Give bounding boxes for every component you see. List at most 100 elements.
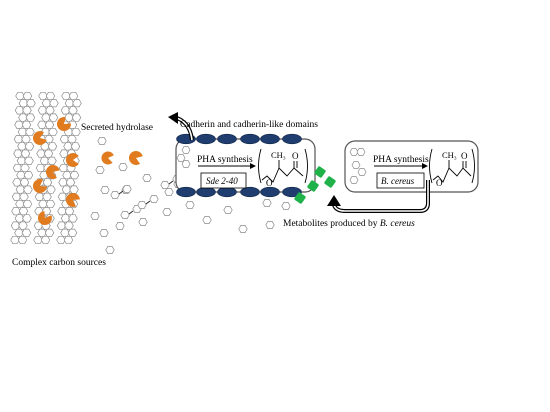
- lattice-hexagon: [19, 192, 29, 201]
- cadherin-domain: [217, 186, 237, 198]
- lattice-hexagon: [71, 113, 82, 122]
- lattice-hexagon: [22, 106, 32, 115]
- glycosidic-bond: [168, 180, 174, 185]
- lattice-hexagon: [72, 99, 82, 108]
- secreted-hydrolase-label: Secreted hydrolase: [81, 123, 153, 133]
- lattice-hexagon: [18, 207, 29, 216]
- free-sugar-hexagon: [238, 225, 248, 233]
- pha-synthesis-label-right: PHA synthesis: [373, 155, 429, 165]
- strain-box-right: [376, 172, 425, 189]
- lattice-hexagon: [42, 178, 53, 187]
- lattice-hexagon: [45, 199, 56, 209]
- metabolites-label-species: B. cereus: [380, 219, 415, 229]
- intracellular-sugar: [349, 148, 359, 156]
- hydrolase-enzyme: [45, 165, 60, 179]
- lattice-hexagon: [42, 192, 52, 201]
- hydrolase-enzyme: [65, 192, 80, 207]
- disaccharide-hexagon: [110, 191, 120, 199]
- lattice-hexagon: [69, 171, 80, 180]
- metabolites-label-prefix: Metabolites produced by: [283, 219, 380, 229]
- hydrolase-enzyme: [128, 151, 143, 165]
- lattice-hexagon: [10, 235, 20, 245]
- lattice-hexagon: [21, 120, 32, 129]
- strain-label-sde: Sde 2-40: [206, 176, 238, 186]
- cell-b-cereus: PHA synthesis B. cereus CH₃ O O: [344, 140, 479, 193]
- intracellular-sugar: [181, 160, 191, 168]
- free-sugar-hexagon: [223, 206, 233, 214]
- ch3-left: CH₃: [271, 150, 286, 160]
- disaccharide-hexagon: [149, 195, 159, 203]
- free-sugar-hexagon: [90, 212, 100, 220]
- carbonyl-o-left: O: [292, 151, 299, 161]
- glycosidic-bond: [145, 200, 151, 205]
- hydrolase-enzyme: [56, 117, 71, 131]
- strain-label-cereus: B. cereus: [381, 176, 415, 186]
- lattice-hexagon: [64, 207, 75, 216]
- lattice-hexagon: [68, 106, 78, 115]
- intracellular-sugar: [357, 168, 367, 176]
- lattice-hexagon: [47, 142, 58, 151]
- lattice-hexagon: [63, 235, 74, 245]
- lattice-hexagon: [23, 171, 34, 180]
- metabolites-green: [294, 166, 336, 204]
- free-sugar-hexagon: [100, 186, 110, 194]
- pha-synthesis-label-left: PHA synthesis: [197, 155, 253, 165]
- cadherin-label: Cadherin and cadherin-like domains: [180, 120, 318, 130]
- metabolite: [324, 176, 336, 188]
- cadherin-domain: [240, 133, 260, 145]
- lattice-hexagon: [69, 185, 79, 194]
- pha-arrowhead-right: [422, 163, 428, 169]
- lattice-hexagon: [23, 185, 33, 194]
- lattice-hexagon: [22, 214, 32, 223]
- lattice-hexagon: [47, 156, 57, 165]
- lattice-hexagon: [25, 127, 35, 137]
- lattice-hexagon: [68, 91, 79, 101]
- free-sugar-hexagon: [115, 222, 125, 230]
- intracellular-sugar: [351, 161, 361, 169]
- intracellular-sugar: [181, 146, 191, 154]
- free-sugar-hexagon: [118, 163, 128, 171]
- lattice-hexagon: [21, 228, 32, 237]
- free-sugar-hexagon: [97, 137, 107, 145]
- hydrolase-enzyme: [101, 151, 114, 165]
- intracellular-sugar: [176, 154, 186, 162]
- disaccharide-hexagon: [137, 201, 147, 209]
- metabolite-flow-arrow: [327, 180, 430, 213]
- lattice-hexagon: [17, 235, 28, 245]
- lattice-hexagon: [70, 142, 81, 151]
- metabolite: [307, 180, 319, 192]
- cadherin-domain: [260, 186, 280, 198]
- cadherin-domain: [282, 133, 302, 145]
- lattice-hexagon: [33, 235, 43, 245]
- lattice-hexagon: [22, 199, 33, 209]
- free-sugar-hexagon: [265, 221, 275, 229]
- lattice-hexagon: [48, 127, 58, 137]
- cadherin-curved-arrow: [168, 112, 194, 141]
- lattice-hexagon: [40, 235, 51, 245]
- cadherin-domain: [196, 133, 216, 145]
- disaccharide-hexagon: [122, 185, 132, 193]
- free-sugar-hexagon: [138, 218, 148, 226]
- free-sugar-hexagon: [164, 188, 174, 196]
- cadherin-domain: [282, 186, 302, 198]
- lattice-hexagon: [22, 91, 33, 101]
- free-sugar-hexagon: [185, 201, 195, 209]
- metabolites-label: Metabolites produced by B. cereus: [283, 219, 415, 229]
- hydrolase-enzyme: [37, 211, 52, 226]
- lattice-hexagon: [20, 163, 30, 173]
- disaccharide-hexagon: [160, 181, 170, 189]
- lattice-hexagon: [65, 178, 76, 187]
- hydrolase-enzyme: [32, 131, 47, 145]
- lattice-hexagon: [67, 228, 78, 237]
- free-sugar-hexagon: [262, 199, 272, 207]
- hydrolase-enzyme: [32, 179, 47, 194]
- cadherin-domain: [217, 133, 237, 145]
- free-sugar-hexagon: [105, 246, 115, 254]
- metabolite: [294, 192, 306, 204]
- lattice-hexagon: [19, 178, 30, 187]
- strain-box-left: [200, 172, 247, 189]
- ester-o-right: O: [436, 178, 443, 188]
- cadherin-domain: [240, 186, 260, 198]
- lattice-hexagon: [49, 99, 59, 108]
